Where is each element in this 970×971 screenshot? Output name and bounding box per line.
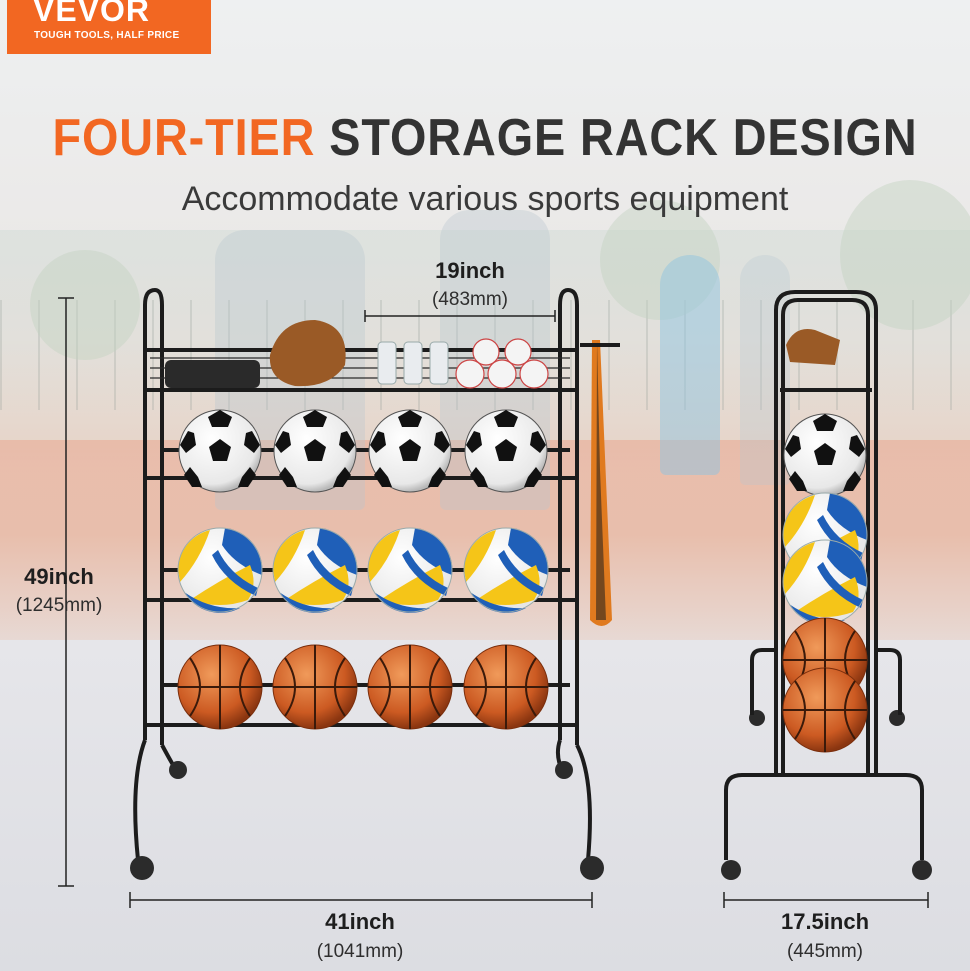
dim-depth-inch: 17.5inch (780, 909, 870, 934)
baseball-glove (269, 320, 346, 387)
title-highlight: FOUR-TIER (52, 109, 316, 167)
sport-shoes (165, 360, 260, 388)
dim-depth-mm: (445mm) (786, 941, 863, 962)
baseballs (455, 338, 549, 389)
side-view-basketball (782, 667, 868, 753)
dimension-lines (58, 297, 929, 908)
brand-name: VEVOR (33, 0, 151, 28)
dim-total-width-mm: (1041mm) (316, 941, 404, 962)
background-player (660, 255, 720, 475)
side-view-soccer-ball (783, 413, 867, 497)
background-tree (840, 180, 970, 330)
page-subtitle: Accommodate various sports equipment (181, 180, 789, 218)
side-view-frame (724, 290, 924, 860)
dim-height-inch: 49inch (24, 564, 94, 589)
title-rest: STORAGE RACK DESIGN (329, 109, 918, 167)
background-tree (30, 250, 140, 360)
page-title: FOUR-TIER STORAGE RACK DESIGN (49, 108, 922, 168)
baseball-bat (580, 340, 620, 626)
shuttlecocks (377, 341, 449, 385)
casters (130, 710, 932, 880)
dim-height-mm: (1245mm) (15, 595, 103, 616)
side-view-glove (786, 329, 840, 365)
brand-tagline: TOUGH TOOLS, HALF PRICE (34, 30, 180, 41)
side-view-volleyball (782, 539, 868, 626)
brand-logo: VEVOR TOUGH TOOLS, HALF PRICE (7, 0, 211, 54)
dim-inner-width-mm: (483mm) (431, 289, 508, 310)
dim-total-width-inch: 41inch (325, 909, 395, 934)
dim-inner-width-inch: 19inch (435, 258, 505, 283)
